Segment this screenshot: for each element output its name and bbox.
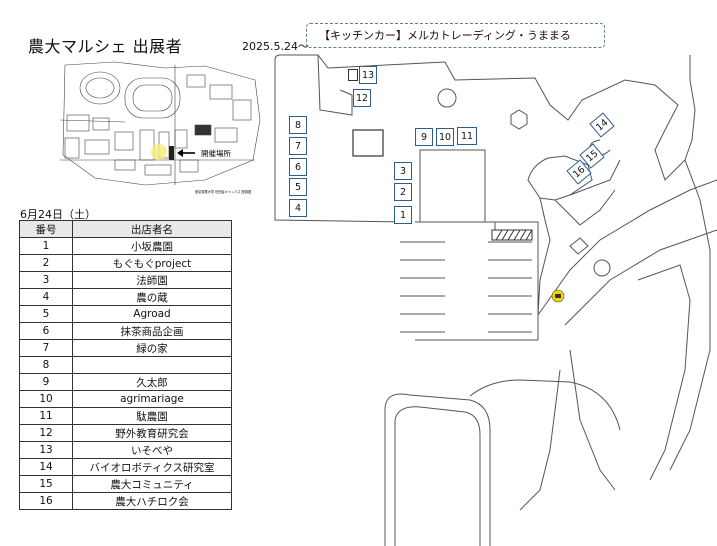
booth-10: 10 — [436, 128, 454, 146]
row-number: 1 — [19, 237, 73, 255]
header-name: 出店者名 — [72, 220, 232, 238]
kitchen-car-box: 【キッチンカー】メルカトレーディング・うままる — [306, 23, 605, 48]
row-number: 9 — [19, 373, 73, 391]
row-name: もぐもぐproject — [72, 254, 232, 272]
booth-9: 9 — [415, 128, 433, 146]
booth-12: 12 — [353, 89, 371, 107]
booth-5: 5 — [289, 178, 307, 196]
row-name: 野外教育研究会 — [72, 424, 232, 442]
row-number: 16 — [19, 492, 73, 510]
row-name: agrimariage — [72, 390, 232, 408]
booth-8: 8 — [289, 116, 307, 134]
row-number: 7 — [19, 339, 73, 357]
small-structure — [348, 69, 358, 81]
day-label: 6月24日（土） — [20, 208, 96, 221]
row-number: 11 — [19, 407, 73, 425]
booth-1: 1 — [394, 206, 412, 224]
row-number: 8 — [19, 356, 73, 374]
row-name: 法師園 — [72, 271, 232, 289]
table-header-row: 番号 出店者名 — [19, 220, 232, 238]
row-number: 4 — [19, 288, 73, 306]
venue-map: 1 2 3 4 5 6 7 8 9 10 11 12 13 14 15 16 — [270, 50, 717, 546]
row-number: 2 — [19, 254, 73, 272]
row-name: 久太郎 — [72, 373, 232, 391]
row-number: 12 — [19, 424, 73, 442]
row-number: 10 — [19, 390, 73, 408]
venue-label: 開催場所 — [201, 148, 231, 158]
booth-2: 2 — [394, 183, 412, 201]
booth-6: 6 — [289, 158, 307, 176]
row-name: 農の蔵 — [72, 288, 232, 306]
row-number: 6 — [19, 322, 73, 340]
row-name: 小坂農園 — [72, 237, 232, 255]
event-date: 2025.5.24～ — [242, 40, 309, 53]
row-name — [72, 356, 232, 374]
row-name: いそべや — [72, 441, 232, 459]
venue-map-drawing — [274, 54, 717, 546]
booth-13: 13 — [359, 66, 377, 84]
booth-4: 4 — [289, 199, 307, 217]
row-name: 緑の家 — [72, 339, 232, 357]
row-number: 13 — [19, 441, 73, 459]
row-number: 5 — [19, 305, 73, 323]
booth-3: 3 — [394, 162, 412, 180]
header-number: 番号 — [19, 220, 73, 238]
page-title: 農大マルシェ 出展者 — [28, 37, 183, 56]
row-name: バイオロボティクス研究室 — [72, 458, 232, 476]
row-number: 14 — [19, 458, 73, 476]
row-number: 15 — [19, 475, 73, 493]
row-name: Agroad — [72, 305, 232, 323]
booth-7: 7 — [289, 137, 307, 155]
table-row: 8 — [19, 356, 232, 374]
row-name: 駄農園 — [72, 407, 232, 425]
row-name: 抹茶商品企画 — [72, 322, 232, 340]
row-name: 農大ハチロク会 — [72, 492, 232, 510]
campus-mini-map: 開催場所 東京農業大学 世田谷キャンパス 配置図 — [59, 61, 261, 194]
booth-11: 11 — [457, 127, 477, 145]
map-caption: 東京農業大学 世田谷キャンパス 配置図 — [195, 189, 251, 194]
row-number: 3 — [19, 271, 73, 289]
row-name: 農大コミュニティ — [72, 475, 232, 493]
